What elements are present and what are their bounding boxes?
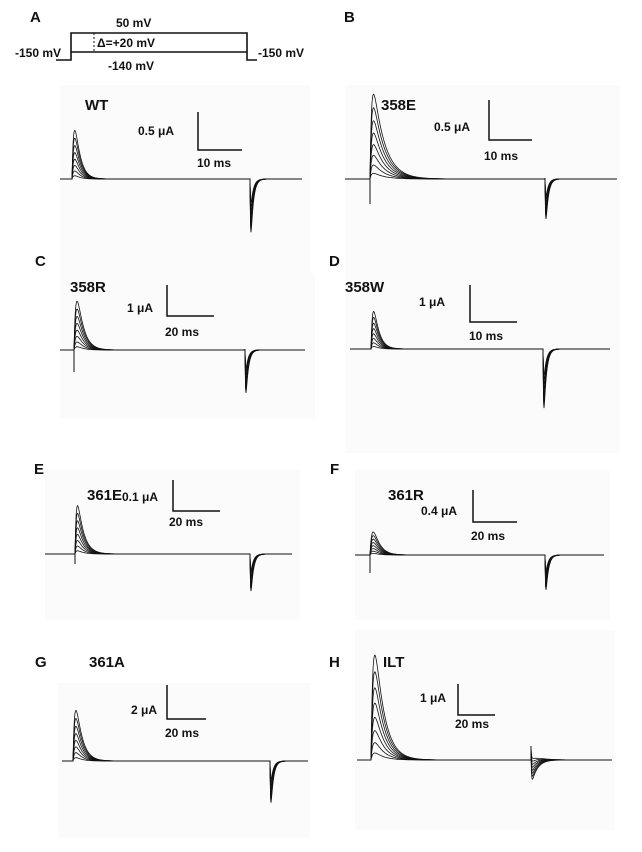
panel-title: 358W xyxy=(345,279,385,296)
panel-letter: H xyxy=(329,654,340,671)
trace-area-background xyxy=(60,273,315,418)
panel-title: 361A xyxy=(89,654,125,671)
time-scale-label: 20 ms xyxy=(165,726,199,740)
current-trace xyxy=(45,504,292,592)
amplitude-scale-label: 2 μA xyxy=(131,703,157,717)
panel-ilt: H ILT 1 μA 20 ms xyxy=(329,630,615,830)
panel-title: 361E xyxy=(87,487,122,504)
time-scale-label: 10 ms xyxy=(484,149,518,163)
current-traces xyxy=(355,531,604,590)
current-traces xyxy=(45,504,292,592)
current-traces xyxy=(60,130,302,233)
panel-letter: B xyxy=(344,9,355,26)
current-trace xyxy=(60,300,305,393)
holding-potential-right: -150 mV xyxy=(258,46,304,60)
amplitude-scale-label: 0.5 μA xyxy=(434,120,470,134)
panel-wt: WT 0.5 μA 10 ms xyxy=(60,85,310,275)
time-scale-label: 10 ms xyxy=(469,329,503,343)
panel-letter: E xyxy=(34,461,44,478)
current-traces xyxy=(62,709,308,803)
holding-potential-left: -150 mV xyxy=(15,46,61,60)
scale-bar xyxy=(469,285,517,323)
amplitude-scale-label: 0.4 μA xyxy=(421,504,457,518)
time-scale-label: 20 ms xyxy=(165,325,199,339)
current-trace xyxy=(357,654,612,780)
current-trace xyxy=(355,531,604,590)
current-traces xyxy=(350,310,610,409)
amplitude-scale-label: 1 μA xyxy=(419,295,445,309)
panel-letter-a: A xyxy=(30,9,41,26)
amplitude-scale-label: 1 μA xyxy=(127,301,153,315)
amplitude-scale-label: 0.1 μA xyxy=(122,490,158,504)
trace-area-background xyxy=(355,630,615,830)
trace-area-background xyxy=(345,273,620,453)
current-trace xyxy=(350,310,610,409)
scale-bar xyxy=(172,480,220,512)
current-traces xyxy=(345,93,617,220)
amplitude-scale-label: 1 μA xyxy=(420,691,446,705)
scale-bar xyxy=(166,685,206,720)
panel-letter: G xyxy=(35,654,47,671)
panel-letter: C xyxy=(35,253,46,270)
increment-label: Δ=+20 mV xyxy=(97,36,155,50)
scale-bar xyxy=(166,285,214,317)
panel-title: 358E xyxy=(381,97,416,114)
panel-361r: F 361R 0.4 μA 20 ms xyxy=(330,461,610,620)
panel-letter: F xyxy=(330,461,339,478)
panel-361e: E 361E 0.1 μA 20 ms xyxy=(34,461,300,620)
panel-title: WT xyxy=(85,97,108,114)
panel-title: 358R xyxy=(70,279,106,296)
protocol-diagram: A -150 mV 50 mV Δ=+20 mV -140 mV -150 mV xyxy=(15,9,304,73)
panel-letter: D xyxy=(329,253,340,270)
time-scale-label: 10 ms xyxy=(197,156,231,170)
scale-bar xyxy=(457,684,495,716)
current-traces xyxy=(60,300,305,393)
time-scale-label: 20 ms xyxy=(471,529,505,543)
trace-area-background xyxy=(345,85,620,275)
voltage-step-outline xyxy=(56,32,257,61)
panel-358e: B 358E 0.5 μA 10 ms xyxy=(344,9,620,275)
panel-title: ILT xyxy=(383,654,404,671)
scale-bar xyxy=(472,490,517,523)
panel-358r: C 358R 1 μA 20 ms xyxy=(35,253,315,418)
panel-358w: D 358W 1 μA 10 ms xyxy=(329,253,620,453)
current-trace xyxy=(60,130,302,233)
scale-bar xyxy=(197,112,242,151)
current-trace xyxy=(62,709,308,803)
trace-area-background xyxy=(60,85,310,275)
time-scale-label: 20 ms xyxy=(455,717,489,731)
scale-bar xyxy=(488,100,532,141)
step-bottom-label: -140 mV xyxy=(108,59,154,73)
amplitude-scale-label: 0.5 μA xyxy=(138,124,174,138)
time-scale-label: 20 ms xyxy=(169,515,203,529)
current-traces xyxy=(357,654,612,780)
panel-title: 361R xyxy=(388,487,424,504)
panel-361a: G 361A 2 μA 20 ms xyxy=(35,654,310,838)
current-trace xyxy=(345,93,617,220)
step-top-label: 50 mV xyxy=(116,16,151,30)
trace-area-background xyxy=(355,470,610,620)
